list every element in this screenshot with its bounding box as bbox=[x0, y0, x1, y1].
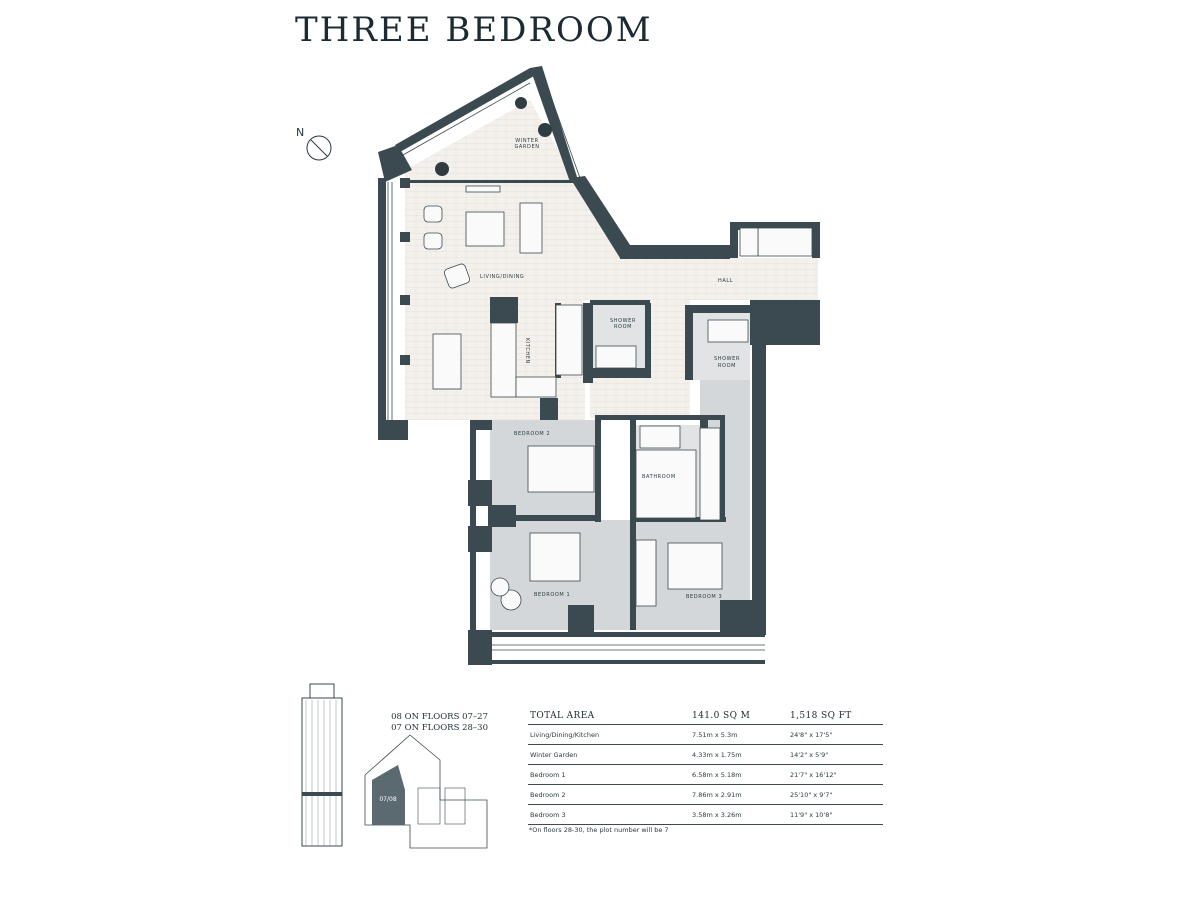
room-name: Bedroom 2 bbox=[530, 791, 566, 799]
schedule-row: Bedroom 2 7.86m x 2.91m 25'10" x 9'7" bbox=[528, 785, 883, 805]
room-name: Winter Garden bbox=[530, 751, 578, 759]
room-label-shower-room-1: SHOWER bbox=[610, 318, 636, 324]
schedule-row: Winter Garden 4.33m x 1.75m 14'2" x 5'9" bbox=[528, 745, 883, 765]
metric-size: 7.86m x 2.91m bbox=[692, 791, 742, 799]
metric-size: 7.51m x 5.3m bbox=[692, 731, 738, 739]
imperial-size: 21'7" x 16'12" bbox=[790, 771, 837, 779]
room-label-winter-garden: WINTER bbox=[515, 138, 538, 144]
imperial-size: 11'9" x 10'8" bbox=[790, 811, 833, 819]
windows bbox=[387, 77, 765, 651]
room-label-living-dining: LIVING/DINING bbox=[480, 274, 524, 280]
header-sq-ft: 1,518 SQ FT bbox=[790, 711, 852, 721]
room-label-kitchen: KITCHEN bbox=[524, 338, 530, 364]
room-name: Bedroom 1 bbox=[530, 771, 566, 779]
room-label-shower-room-2b: ROOM bbox=[718, 363, 736, 369]
tower-icon bbox=[301, 683, 343, 847]
hall-floor bbox=[575, 182, 818, 300]
floors-note-line-2: 07 ON FLOORS 28–30 bbox=[391, 723, 488, 733]
room-label-bathroom: BATHROOM bbox=[642, 474, 676, 480]
north-label: N bbox=[296, 126, 304, 139]
header-sq-m: 141.0 SQ M bbox=[692, 711, 751, 721]
plant-icons bbox=[435, 97, 552, 176]
furniture bbox=[423, 185, 813, 611]
schedule-header: TOTAL AREA 141.0 SQ M 1,518 SQ FT bbox=[528, 708, 883, 725]
room-label-bedroom-2: BEDROOM 2 bbox=[514, 431, 550, 437]
room-label-bedroom-3: BEDROOM 3 bbox=[686, 594, 722, 600]
area-schedule: TOTAL AREA 141.0 SQ M 1,518 SQ FT Living… bbox=[528, 708, 883, 825]
keyplan-plot-label: 07/08 bbox=[379, 796, 396, 803]
metric-size: 4.33m x 1.75m bbox=[692, 751, 742, 759]
page-title: THREE BEDROOM bbox=[295, 10, 653, 50]
header-total-area: TOTAL AREA bbox=[530, 711, 595, 721]
room-name: Living/Dining/Kitchen bbox=[530, 731, 600, 739]
floors-note: 08 ON FLOORS 07–27 07 ON FLOORS 28–30 bbox=[378, 712, 488, 734]
floors-note-line-1: 08 ON FLOORS 07–27 bbox=[391, 712, 488, 722]
room-label-winter-garden-2: GARDEN bbox=[514, 144, 539, 150]
room-name: Bedroom 3 bbox=[530, 811, 566, 819]
room-label-shower-room-1b: ROOM bbox=[614, 324, 632, 330]
schedule-row: Bedroom 3 3.58m x 3.26m 11'9" x 10'8" bbox=[528, 805, 883, 825]
room-label-hall: HALL bbox=[718, 278, 733, 284]
winter-garden-floor bbox=[405, 100, 575, 180]
compass-icon: N bbox=[296, 126, 332, 161]
key-plan: 07/08 bbox=[364, 734, 488, 849]
schedule-footnote: *On floors 28-30, the plot number will b… bbox=[529, 826, 669, 834]
room-label-shower-room-2: SHOWER bbox=[714, 356, 740, 362]
schedule-row: Living/Dining/Kitchen 7.51m x 5.3m 24'8"… bbox=[528, 725, 883, 745]
walls bbox=[378, 66, 820, 665]
imperial-size: 14'2" x 5'9" bbox=[790, 751, 829, 759]
metric-size: 6.58m x 5.18m bbox=[692, 771, 742, 779]
imperial-size: 24'8" x 17'5" bbox=[790, 731, 833, 739]
room-label-bedroom-1: BEDROOM 1 bbox=[534, 592, 570, 598]
schedule-row: Bedroom 1 6.58m x 5.18m 21'7" x 16'12" bbox=[528, 765, 883, 785]
metric-size: 3.58m x 3.26m bbox=[692, 811, 742, 819]
imperial-size: 25'10" x 9'7" bbox=[790, 791, 833, 799]
